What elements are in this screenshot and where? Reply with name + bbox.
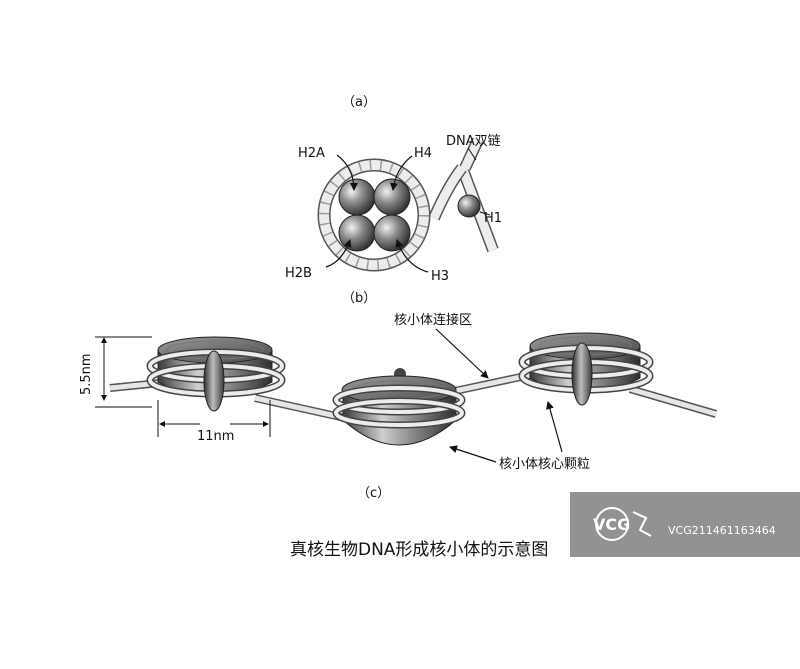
linker-arrow — [435, 328, 489, 379]
histone-h4-ball — [373, 178, 411, 216]
linker-label: 核小体连接区 — [394, 312, 472, 328]
h2a-label: H2A — [298, 146, 325, 161]
nucleosome-1 — [146, 336, 286, 412]
dna-double-strand — [428, 137, 499, 253]
h1-oval-1 — [203, 350, 225, 412]
watermark-logo: VCG — [593, 515, 630, 534]
h2b-label: H2B — [285, 266, 312, 281]
dna-double-strand-label: DNA双链 — [446, 134, 501, 149]
h1-oval-3 — [571, 342, 593, 406]
core-arrow-mid — [449, 445, 497, 463]
h1-label: H1 — [484, 211, 502, 226]
height-label: 5.5nm — [79, 353, 94, 395]
h3-arrow — [395, 239, 429, 273]
h3-label: H3 — [431, 269, 449, 284]
h1-pointer — [479, 211, 491, 216]
watermark-id: VCG211461163464 — [668, 524, 776, 537]
dna-ring — [317, 158, 431, 272]
nucleosome-chain: 5.5nm 11nm 核小体连接区 核小体核心颗粒 — [79, 312, 718, 472]
histone-h1-ball — [457, 194, 481, 218]
h4-label: H4 — [414, 146, 432, 161]
histone-octamer: H2A H4 H2B H3 H1 DNA双链 — [285, 134, 502, 284]
figure-title: 真核生物DNA形成核小体的示意图 — [290, 540, 548, 560]
dna-pointer — [467, 147, 477, 161]
vcg-logo-icon: VCG — [593, 507, 652, 541]
nucleosome-3 — [518, 332, 654, 406]
h2b-arrow — [325, 239, 352, 268]
core-arrow-right — [546, 401, 563, 453]
core-particle-label: 核小体核心颗粒 — [499, 457, 590, 472]
width-dimension: 11nm — [157, 400, 271, 444]
height-dimension: 5.5nm — [79, 336, 152, 408]
histone-h2a-ball — [338, 178, 376, 216]
panel-b-label: （b） — [342, 291, 376, 306]
h4-arrow — [389, 155, 413, 191]
nucleosome-2 — [332, 368, 466, 446]
panel-a-label: （a） — [342, 95, 376, 110]
h2a-arrow — [336, 154, 358, 191]
width-label: 11nm — [197, 429, 234, 444]
panel-c-label: （c） — [357, 486, 390, 501]
watermark: VCG VCG211461163464 — [570, 492, 800, 557]
histone-h2b-ball — [338, 214, 376, 252]
histone-h3-ball — [373, 214, 411, 252]
